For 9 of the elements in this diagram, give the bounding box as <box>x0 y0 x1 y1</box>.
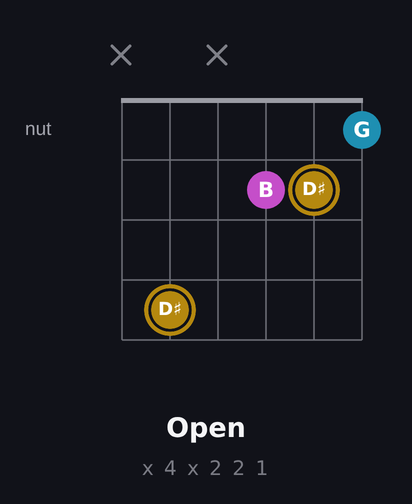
note-dot <box>343 111 381 149</box>
nut-label: nut <box>25 119 52 141</box>
fret-numbers: x 4 x 2 2 1 <box>142 455 270 481</box>
note-name: D♯ <box>158 301 182 319</box>
note-name: B <box>258 180 274 200</box>
note-dot <box>247 171 285 209</box>
note-name: G <box>353 120 371 140</box>
chord-name: Open <box>166 412 246 446</box>
note-name: D♯ <box>302 181 326 199</box>
